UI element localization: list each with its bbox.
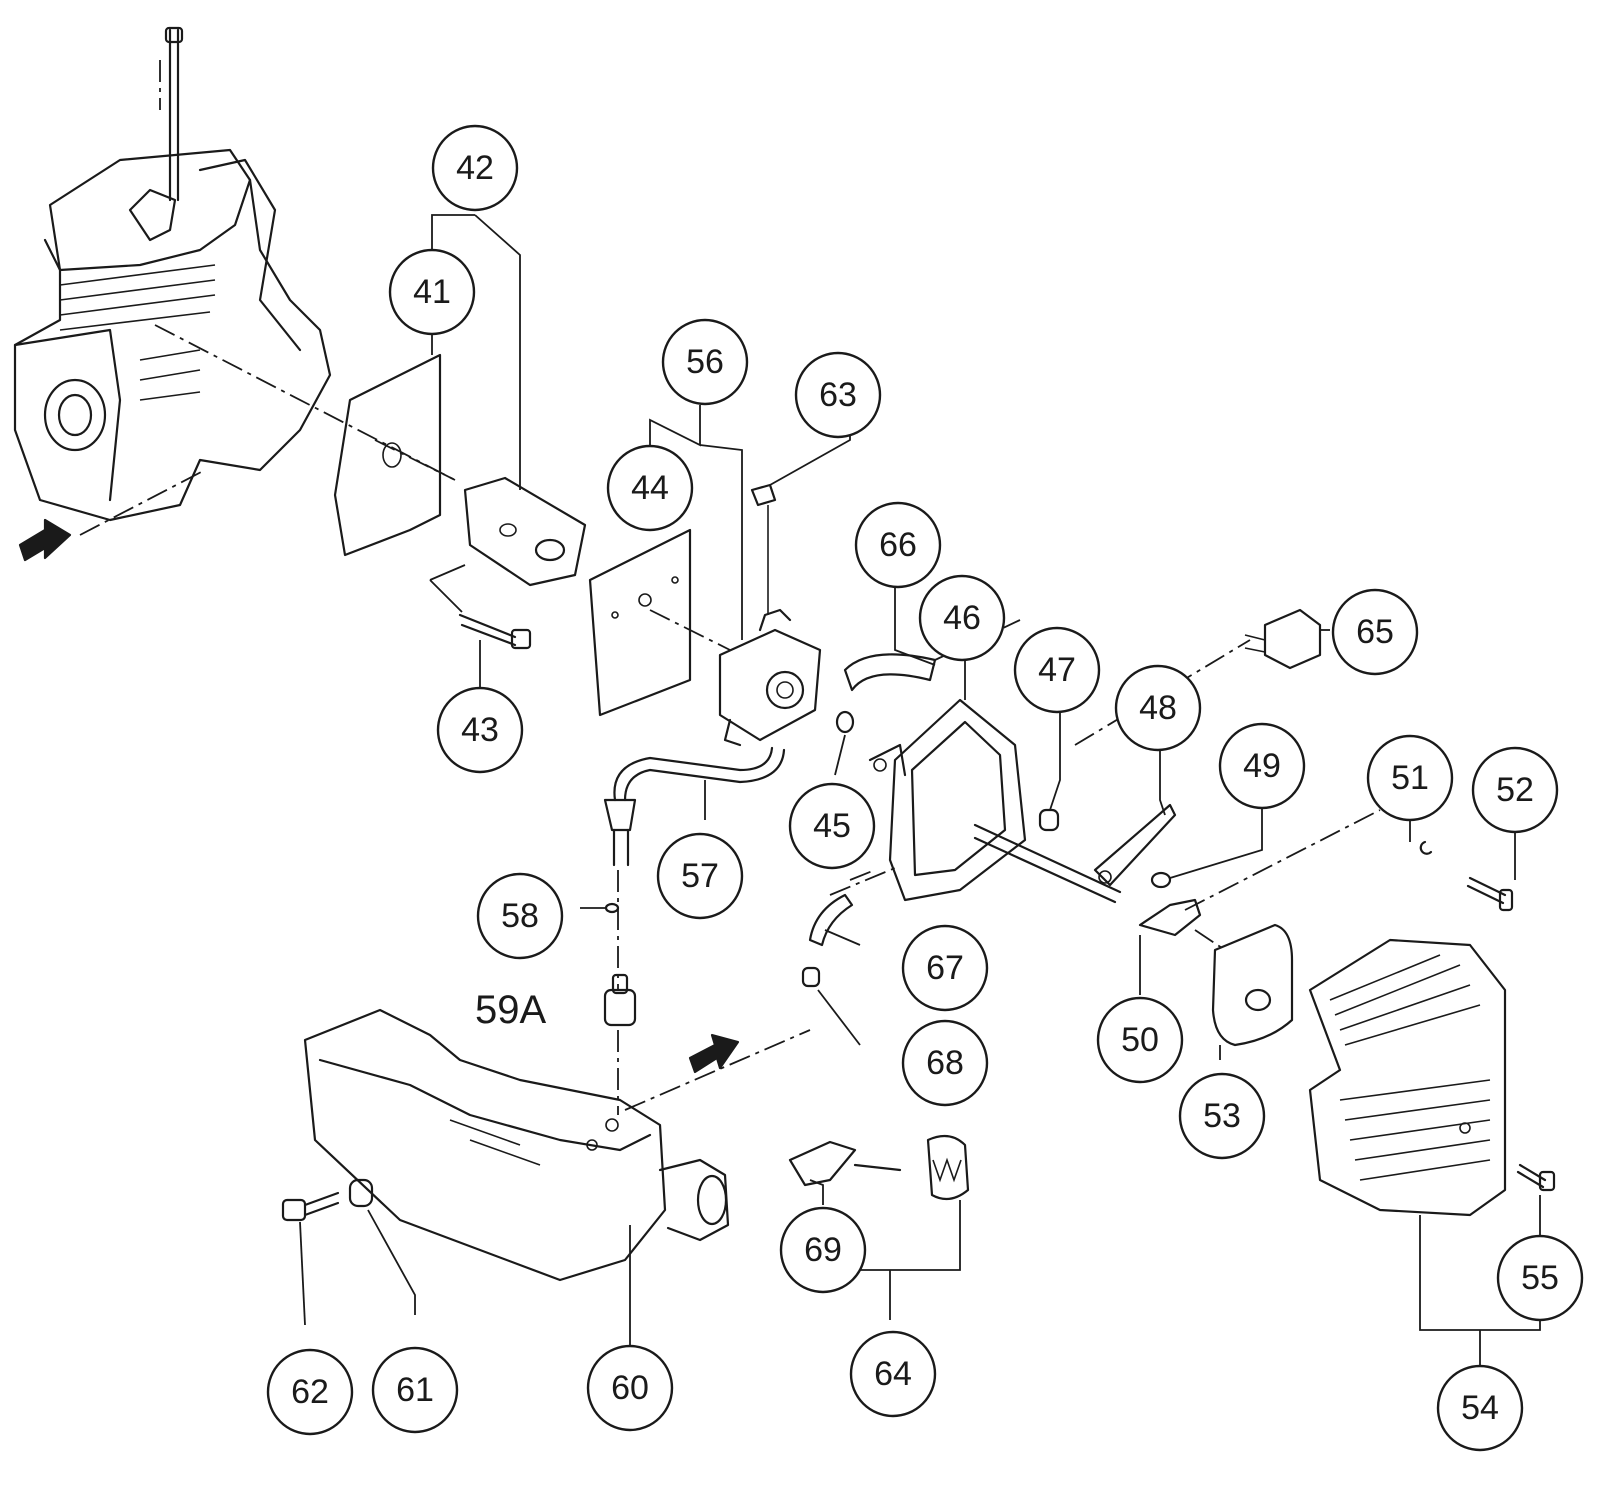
callout-52: 52 [1471, 746, 1559, 834]
svg-text:58: 58 [501, 897, 539, 935]
callout-51: 51 [1366, 734, 1454, 822]
callout-43: 43 [436, 686, 524, 774]
callout-46: 46 [918, 574, 1006, 662]
clip-63 [750, 483, 777, 615]
callout-63: 63 [794, 351, 882, 439]
clip-51 [1419, 840, 1433, 855]
primer-tab-69 [788, 1140, 902, 1187]
svg-text:52: 52 [1496, 771, 1534, 809]
grommet-47 [1038, 808, 1060, 832]
fuel-filter-59a [603, 973, 637, 1027]
callout-56: 56 [661, 318, 749, 406]
plate-48 [1093, 803, 1177, 887]
callout-44: 44 [606, 444, 694, 532]
svg-text:54: 54 [1461, 1389, 1499, 1427]
air-cleaner-case-46 [868, 698, 1122, 904]
callout-60: 60 [586, 1344, 674, 1432]
flow-arrow-left-icon [18, 518, 72, 562]
svg-text:49: 49 [1243, 747, 1281, 785]
leader-lines [299, 214, 1541, 1365]
primer-cap-64 [926, 1134, 970, 1201]
bolt-43 [458, 613, 532, 650]
callout-55: 55 [1496, 1234, 1584, 1322]
flow-arrow-tank-icon [688, 1033, 740, 1074]
svg-text:56: 56 [686, 343, 724, 381]
hose-67 [808, 893, 854, 947]
svg-text:55: 55 [1521, 1259, 1559, 1297]
bolt-52 [1466, 876, 1514, 912]
svg-text:61: 61 [396, 1371, 434, 1409]
callout-58: 58 [476, 872, 564, 960]
insulator-block-42 [463, 476, 587, 587]
callout-53: 53 [1178, 1072, 1266, 1160]
svg-text:46: 46 [943, 599, 981, 637]
svg-text:67: 67 [926, 949, 964, 987]
cap-61 [348, 1178, 374, 1208]
svg-text:63: 63 [819, 376, 857, 414]
callout-49: 49 [1218, 722, 1306, 810]
callout-57: 57 [656, 832, 744, 920]
callout-64: 64 [849, 1330, 937, 1418]
callout-45: 45 [788, 782, 876, 870]
svg-text:69: 69 [804, 1231, 842, 1269]
air-cleaner-cover-54 [1308, 938, 1507, 1217]
svg-text:59A: 59A [475, 988, 546, 1032]
callout-42: 42 [431, 124, 519, 212]
callout-65: 65 [1331, 588, 1419, 676]
svg-text:51: 51 [1391, 759, 1429, 797]
svg-text:65: 65 [1356, 613, 1394, 651]
oring-45 [835, 710, 855, 734]
callout-68: 68 [901, 1019, 989, 1107]
svg-text:41: 41 [413, 273, 451, 311]
svg-text:50: 50 [1121, 1021, 1159, 1059]
callout-59a: 59A [475, 988, 546, 1032]
screw-55 [1516, 1163, 1556, 1192]
callout-41: 41 [388, 248, 476, 336]
svg-text:66: 66 [879, 526, 917, 564]
gasket-44 [588, 528, 692, 717]
callout-66: 66 [854, 501, 942, 589]
svg-text:42: 42 [456, 149, 494, 187]
callout-62: 62 [266, 1348, 354, 1436]
engine-assembly [13, 26, 332, 522]
svg-text:68: 68 [926, 1044, 964, 1082]
carburetor-56 [718, 608, 822, 747]
callout-47: 47 [1013, 626, 1101, 714]
fuel-tank-60 [303, 1008, 730, 1282]
svg-text:57: 57 [681, 857, 719, 895]
svg-text:48: 48 [1139, 689, 1177, 727]
callout-69: 69 [779, 1206, 867, 1294]
svg-text:64: 64 [874, 1355, 912, 1393]
svg-text:45: 45 [813, 807, 851, 845]
callout-48: 48 [1114, 664, 1202, 752]
callout-67: 67 [901, 924, 989, 1012]
callout-50: 50 [1096, 996, 1184, 1084]
svg-text:44: 44 [631, 469, 669, 507]
svg-text:47: 47 [1038, 651, 1076, 689]
hose-66 [843, 653, 937, 692]
svg-text:43: 43 [461, 711, 499, 749]
svg-text:62: 62 [291, 1373, 329, 1411]
fuel-line-57 [603, 746, 786, 867]
plug-65 [1244, 608, 1322, 670]
washer-49 [1150, 871, 1172, 889]
center-lines [79, 60, 1381, 1115]
bolt-62 [281, 1191, 340, 1222]
seal-58 [604, 902, 620, 914]
callout-61: 61 [371, 1346, 459, 1434]
filter-element-53 [1211, 923, 1294, 1047]
gasket-41 [333, 353, 442, 557]
bracket-50 [1138, 898, 1202, 937]
svg-text:53: 53 [1203, 1097, 1241, 1135]
callout-54: 54 [1436, 1364, 1524, 1452]
grommet-68 [801, 966, 821, 988]
svg-text:60: 60 [611, 1369, 649, 1407]
